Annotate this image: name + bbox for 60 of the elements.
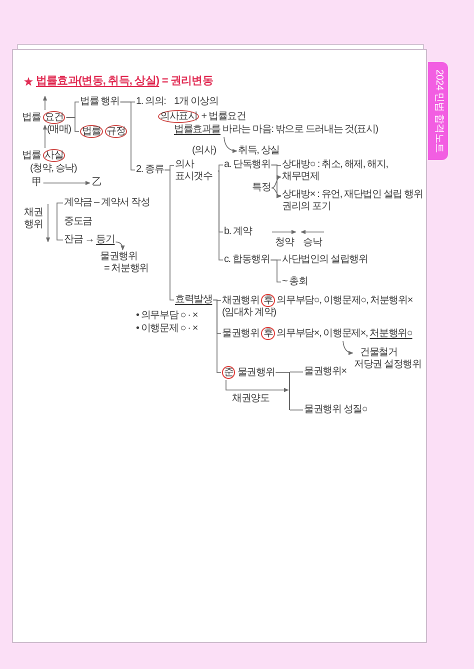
concept-text: 법률 규정 — [80, 125, 128, 138]
arrow — [226, 380, 289, 392]
example-text: 사단법인의 설립행위 — [282, 254, 368, 266]
definition-text: 1개 이상의 — [174, 96, 218, 108]
connector-line — [218, 170, 224, 260]
arrow — [42, 180, 90, 186]
definition-text: 법률효과를 바라는 마음: 밖으로 드러내는 것(표시) — [174, 124, 378, 136]
annotation-text: (매매) — [47, 124, 71, 136]
arrow — [271, 188, 282, 198]
section-heading: 2. 종류 — [136, 164, 164, 176]
connector-line — [212, 300, 222, 373]
bullet-note: • 이행문제 ○ · × — [136, 323, 198, 335]
arrow-label: 청약 — [275, 237, 294, 249]
tab-label: 2024 민법 합격노트 — [432, 70, 444, 152]
concept-text: 법률 행위 — [80, 96, 120, 108]
arrow-label: 승낙 — [303, 237, 322, 249]
rule-text: 물권행위× — [304, 366, 346, 378]
party-text: 乙 — [92, 177, 102, 189]
example-text: ~ 총회 — [282, 276, 308, 288]
category-text: 의사 표시갯수 — [175, 159, 217, 183]
arrow — [224, 136, 238, 153]
concept-text: 채권 행위 — [24, 207, 44, 231]
connector-line — [164, 170, 174, 300]
result-text: 취득, 상실 — [238, 145, 280, 157]
example-text: 상대방○ : 취소, 해제, 해지, 채무면제 — [282, 159, 424, 183]
bullet-note: • 의무부담 ○ · × — [136, 310, 198, 322]
connector-line — [270, 164, 282, 196]
arrow — [342, 340, 354, 355]
annotation-text: (의사) — [192, 145, 216, 157]
definition-text: 의사표시 + 법률요건 — [158, 110, 246, 123]
category-heading: b. 계약 — [224, 226, 252, 238]
category-heading: c. 합동행위 — [224, 254, 270, 266]
arrow — [42, 96, 48, 110]
edge-label: 채권양도 — [232, 393, 270, 405]
category-heading: a. 단독행위 — [224, 159, 270, 171]
step-text: 중도금 — [64, 216, 92, 228]
step-text: 계약금 – 계약서 작성 — [64, 197, 150, 209]
connector-line — [218, 164, 224, 172]
annotation-text: (청약, 승낙) — [30, 163, 77, 175]
title: 법률효과(변동, 취득, 상실) = 권리변동 — [36, 75, 213, 88]
category-heading: 효력발생 — [175, 294, 212, 306]
party-text: 甲 — [32, 177, 42, 189]
connector-line — [66, 117, 80, 132]
section-heading: 1. 의의: — [136, 96, 166, 108]
result-text: 물권행위 = 처분행위 — [100, 251, 148, 275]
arrow — [42, 124, 48, 148]
rule-text: 물권행위 성질○ — [304, 404, 368, 416]
rule-text: 물권행위 후 의무부담×, 이행문제×, 처분행위○ — [222, 327, 412, 340]
condition-text: 특정 — [252, 182, 271, 194]
arrow — [115, 242, 125, 250]
rule-text: 준 물권행위 — [222, 366, 275, 379]
connector-line — [275, 372, 290, 373]
example-text: 건물철거 저당권 설정행위 — [354, 347, 422, 371]
annotation-text: (임대차 계약) — [222, 307, 276, 319]
connector-line — [120, 102, 136, 170]
step-text: 잔금 → 등기 — [64, 234, 115, 246]
arrow — [271, 176, 282, 188]
rule-text: 채권행위 후 의무부담○, 이행문제○, 처분행위× — [222, 294, 412, 307]
example-text: 상대방× : 유언, 재단법인 설립 행위 권리의 포기 — [282, 189, 424, 213]
connector-line — [270, 260, 282, 282]
